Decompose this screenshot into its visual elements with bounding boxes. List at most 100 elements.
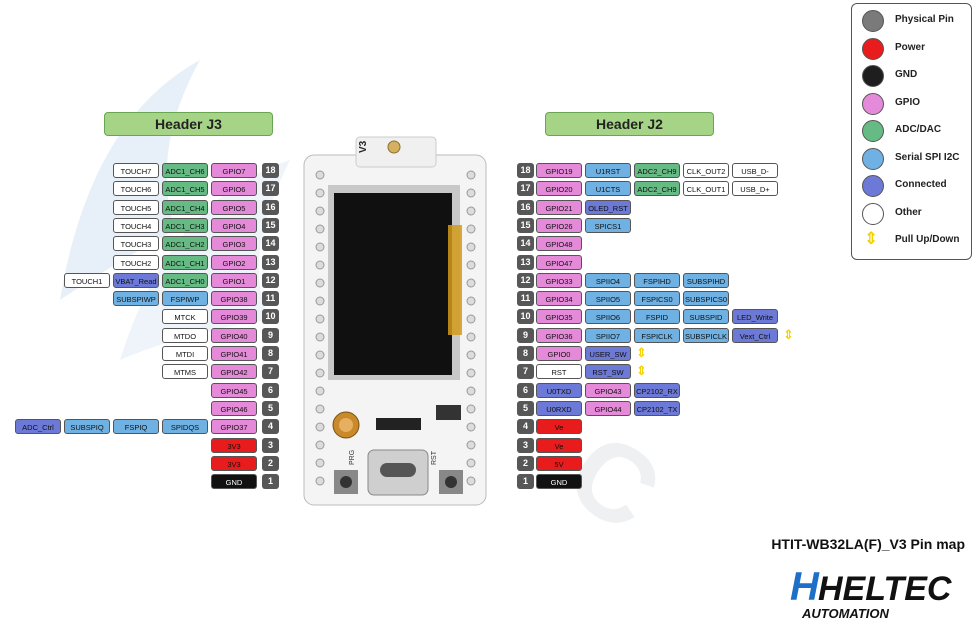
j2-pin-number-12: 12 — [517, 272, 534, 288]
pin-label-touch4: TOUCH4 — [113, 217, 159, 233]
pin-label-spiio4: SPIIO4 — [585, 272, 631, 288]
pull-up-down-icon: ⇕ — [783, 326, 794, 342]
prg-button-label: PRG — [349, 450, 356, 465]
pin-label-adc-ctrl: ADC_Ctrl — [15, 419, 61, 435]
legend-label: Power — [895, 41, 926, 53]
pin-label-led-write: LED_Write — [732, 309, 778, 325]
pin-label-u0txd: U0TXD — [536, 382, 582, 398]
brand-name: HELTEC — [818, 570, 952, 608]
pin-label-gpio37: GPIO37 — [211, 419, 257, 435]
legend-swatch-icon — [862, 92, 884, 115]
j3-pin-number-9: 9 — [262, 327, 279, 343]
j2-pin-number-11: 11 — [517, 291, 534, 307]
j2-pin-number-17: 17 — [517, 181, 534, 197]
j3-pin-number-5: 5 — [262, 400, 279, 416]
j2-pin-number-2: 2 — [517, 455, 534, 471]
pin-label-gpio3: GPIO3 — [211, 236, 257, 252]
j2-pin-number-5: 5 — [517, 400, 534, 416]
pin-label-gpio44: GPIO44 — [585, 400, 631, 416]
pin-label-clk-out2: CLK_OUT2 — [683, 163, 729, 178]
heltec-logo: H HELTEC AUTOMATION — [790, 558, 960, 633]
prg-button[interactable] — [334, 470, 358, 494]
pin-label-mtdo: MTDO — [162, 327, 208, 343]
legend-label: Connected — [895, 179, 947, 190]
pin-label-adc1-ch0: ADC1_CH0 — [162, 272, 208, 288]
pin-label-subspiclk: SUBSPICLK — [683, 327, 729, 343]
pin-label-3v3: 3V3 — [211, 437, 257, 453]
pin-label-mtdi: MTDI — [162, 346, 208, 361]
pin-label-gpio4: GPIO4 — [211, 217, 257, 233]
pin-label-gpio38: GPIO38 — [211, 291, 257, 307]
rst-button[interactable] — [439, 470, 463, 494]
pin-label-u0rxd: U0RXD — [536, 400, 582, 416]
j2-pin-number-6: 6 — [517, 382, 534, 398]
pin-label-gpio35: GPIO35 — [536, 309, 582, 325]
pin-label-fspid: FSPID — [634, 309, 680, 325]
j2-pin-number-3: 3 — [517, 437, 534, 453]
pin-label-gpio46: GPIO46 — [211, 400, 257, 416]
j2-pin-number-7: 7 — [517, 364, 534, 380]
j2-pin-number-18: 18 — [517, 163, 534, 178]
pin-label-gpio41: GPIO41 — [211, 346, 257, 361]
j2-pin-number-10: 10 — [517, 309, 534, 325]
j2-pin-number-16: 16 — [517, 199, 534, 215]
j2-pin-number-14: 14 — [517, 236, 534, 252]
usb-c-connector — [367, 449, 429, 496]
pin-label-gnd: GND — [536, 474, 582, 490]
pin-label-gpio34: GPIO34 — [536, 291, 582, 307]
pin-label-subspiq: SUBSPIQ — [64, 419, 110, 435]
j2-pin-number-4: 4 — [517, 419, 534, 435]
j2-pin-number-8: 8 — [517, 346, 534, 361]
legend-swatch-icon — [862, 175, 884, 197]
pin-label-adc1-ch6: ADC1_CH6 — [162, 163, 208, 178]
pin-label-gpio1: GPIO1 — [211, 272, 257, 288]
pin-label-touch1: TOUCH1 — [64, 272, 110, 288]
board-illustration: V3 PRG RST — [303, 136, 487, 506]
legend-label: Serial SPI I2C — [895, 151, 960, 163]
rst-button-label: RST — [431, 450, 438, 465]
pin-label-ve: Ve — [536, 437, 582, 453]
j3-pin-number-1: 1 — [262, 474, 279, 490]
pin-label-gpio7: GPIO7 — [211, 163, 257, 178]
pin-label-adc2-ch9: ADC2_CH9 — [634, 181, 680, 197]
pin-label-gpio2: GPIO2 — [211, 254, 257, 270]
pin-label-spics1: SPICS1 — [585, 217, 631, 233]
oled-display — [328, 185, 462, 380]
pull-up-down-icon: ⇕ — [864, 229, 879, 248]
pin-label-gpio43: GPIO43 — [585, 382, 631, 398]
pin-label-adc1-ch4: ADC1_CH4 — [162, 199, 208, 215]
j3-pin-number-2: 2 — [262, 455, 279, 471]
crystal-component — [332, 411, 360, 439]
pin-label-5v: 5V — [536, 455, 582, 471]
j3-pin-number-3: 3 — [262, 437, 279, 453]
pin-label-gpio26: GPIO26 — [536, 217, 582, 233]
pin-label-touch7: TOUCH7 — [113, 163, 159, 178]
pin-label-touch3: TOUCH3 — [113, 236, 159, 252]
j3-pin-number-12: 12 — [262, 272, 279, 288]
pin-label-adc1-ch3: ADC1_CH3 — [162, 217, 208, 233]
pin-label-usb-d: USB_D- — [732, 163, 778, 178]
pin-label-gpio5: GPIO5 — [211, 199, 257, 215]
pin-label-gpio42: GPIO42 — [211, 364, 257, 380]
j3-pin-number-18: 18 — [262, 163, 279, 178]
pin-label-touch5: TOUCH5 — [113, 199, 159, 215]
legend-label: GND — [895, 69, 918, 80]
pin-label-rst-sw: RST_SW — [585, 364, 631, 380]
pin-label-adc1-ch1: ADC1_CH1 — [162, 254, 208, 270]
pin-label-gpio47: GPIO47 — [536, 254, 582, 270]
pin-map-title: HTIT-WB32LA(F)_V3 Pin map — [771, 536, 965, 552]
pin-label-3v3: 3V3 — [211, 455, 257, 471]
pin-label-gpio48: GPIO48 — [536, 236, 582, 252]
pin-label-gpio40: GPIO40 — [211, 327, 257, 343]
pin-label-gpio6: GPIO6 — [211, 181, 257, 197]
j2-pin-number-1: 1 — [517, 474, 534, 490]
brand-tagline: AUTOMATION — [801, 606, 890, 621]
pull-up-down-icon: ⇕ — [636, 345, 647, 360]
pin-label-cp2102-tx: CP2102_TX — [634, 400, 680, 416]
pin-label-gpio36: GPIO36 — [536, 327, 582, 343]
j3-pin-number-7: 7 — [262, 364, 279, 380]
j3-pin-number-11: 11 — [262, 291, 279, 307]
pin-label-cp2102-rx: CP2102_RX — [634, 382, 680, 398]
pin-label-vext-ctrl: Vext_Ctrl — [732, 327, 778, 343]
